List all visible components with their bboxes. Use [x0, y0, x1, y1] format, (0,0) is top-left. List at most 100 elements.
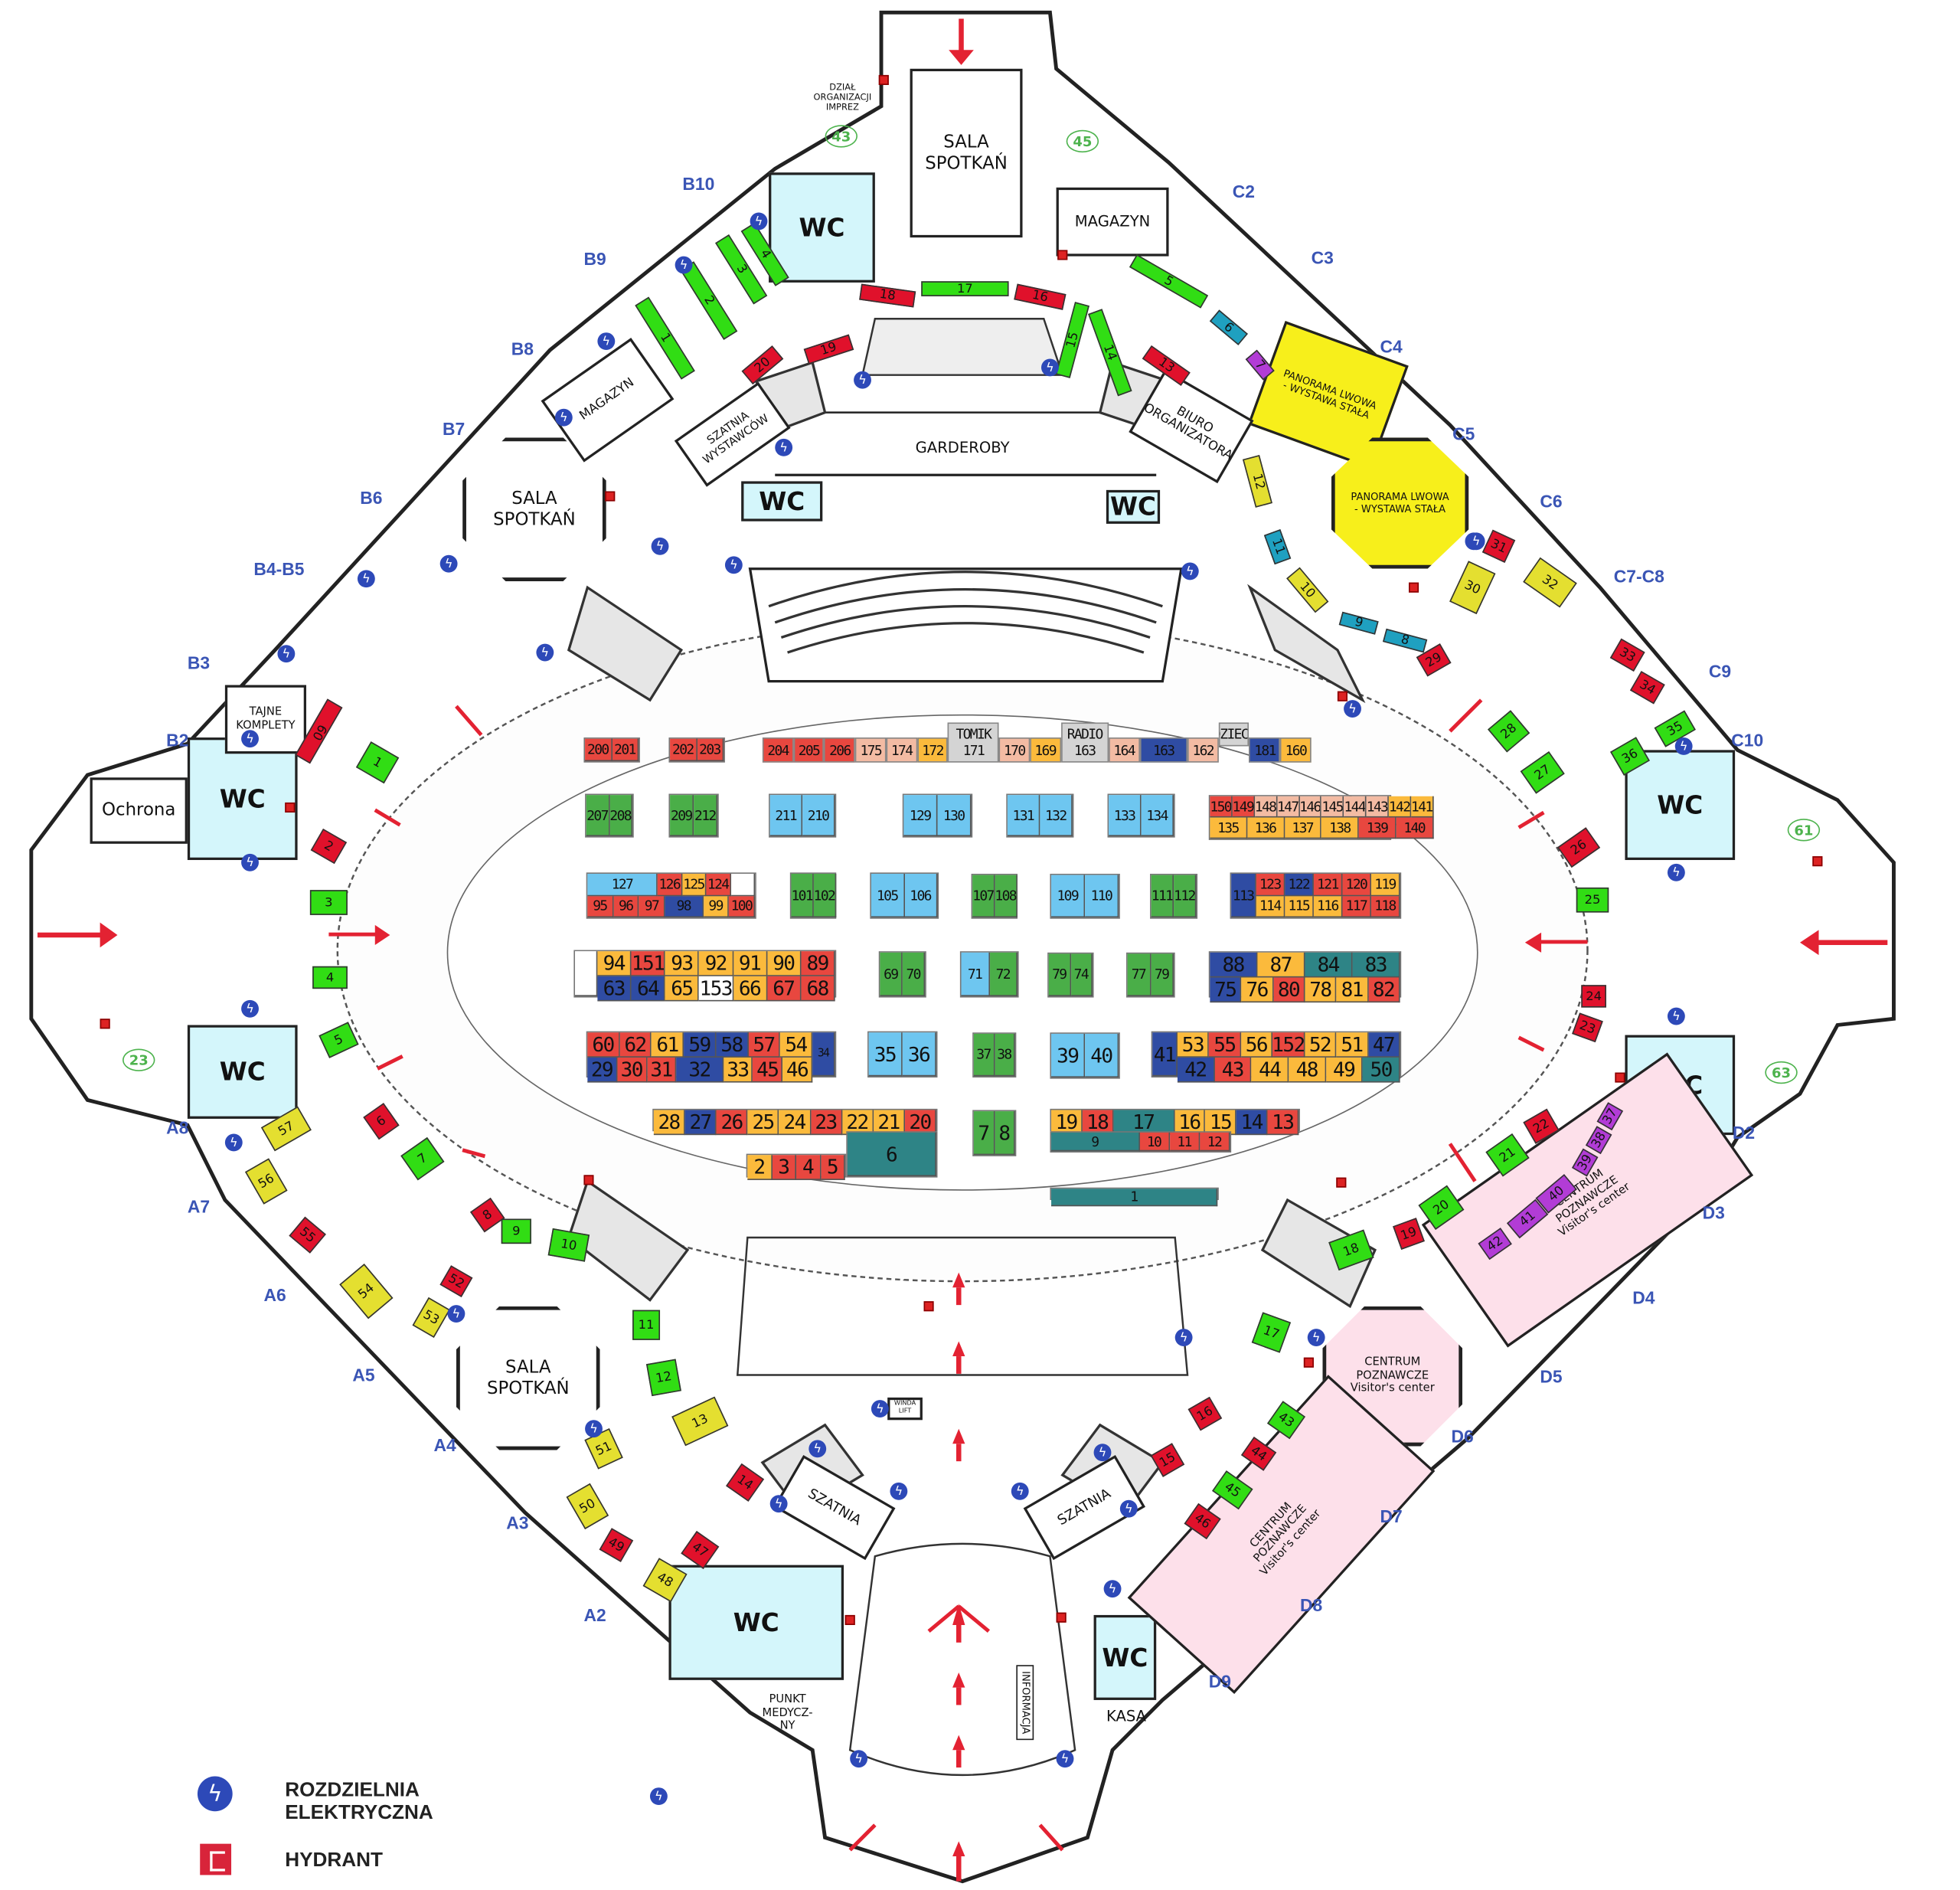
stall-150[interactable]: 150	[1210, 796, 1233, 818]
stall-71[interactable]: 71	[961, 952, 990, 996]
stall-87[interactable]: 87	[1257, 952, 1305, 978]
stall-31[interactable]: 31	[646, 1057, 677, 1083]
stall-126[interactable]: 126	[658, 873, 682, 896]
stall-36[interactable]: 36	[902, 1032, 936, 1077]
stall-10[interactable]: 10	[1139, 1132, 1170, 1152]
stall-65[interactable]: 65	[665, 976, 700, 1002]
stall-13[interactable]: 13	[1267, 1110, 1299, 1136]
stall-6[interactable]: 6	[847, 1132, 936, 1176]
stall-35[interactable]: 35	[868, 1032, 903, 1077]
stall-28[interactable]: 28	[653, 1110, 685, 1136]
stall-69[interactable]: 69	[880, 952, 903, 996]
stall-93[interactable]: 93	[665, 951, 700, 976]
stall-54[interactable]: 54	[780, 1032, 813, 1058]
stall-200[interactable]: 200	[585, 738, 612, 762]
stall-147[interactable]: 147	[1276, 796, 1300, 818]
stall-114[interactable]: 114	[1256, 895, 1285, 918]
stall-172[interactable]: 172	[916, 737, 949, 763]
stall-111[interactable]: 111	[1151, 875, 1174, 918]
stall-149[interactable]: 149	[1232, 796, 1255, 818]
stall-4[interactable]: 4	[795, 1155, 821, 1180]
stall-66[interactable]: 66	[733, 976, 767, 1002]
stall-80[interactable]: 80	[1273, 977, 1305, 1003]
stall-134[interactable]: 134	[1141, 795, 1174, 837]
stall-26[interactable]: 26	[716, 1110, 748, 1136]
stall-181[interactable]: 181	[1249, 737, 1281, 763]
stall-42[interactable]: 42	[1177, 1057, 1215, 1083]
stall-160[interactable]: 160	[1280, 737, 1312, 763]
stall-139[interactable]: 139	[1358, 817, 1396, 839]
stall-94[interactable]: 94	[597, 951, 632, 976]
stall-84[interactable]: 84	[1305, 952, 1353, 978]
stall-55[interactable]: 55	[1209, 1032, 1241, 1058]
stall-135[interactable]: 135	[1210, 817, 1248, 839]
stall-106[interactable]: 106	[904, 873, 938, 918]
stall-61[interactable]: 61	[652, 1032, 684, 1058]
stall-50[interactable]: 50	[1363, 1057, 1400, 1083]
stall-113[interactable]: 113	[1231, 873, 1256, 918]
stand-3[interactable]: 3	[309, 890, 348, 915]
stall-19[interactable]: 19	[1051, 1110, 1083, 1136]
stall-138[interactable]: 138	[1321, 817, 1359, 839]
stall-77[interactable]: 77	[1127, 953, 1151, 996]
stall-115[interactable]: 115	[1285, 895, 1314, 918]
stall-23[interactable]: 23	[810, 1110, 842, 1136]
stall-44[interactable]: 44	[1251, 1057, 1289, 1083]
stall-91[interactable]: 91	[733, 951, 767, 976]
stall-97[interactable]: 97	[639, 895, 665, 918]
stall-105[interactable]: 105	[871, 873, 905, 918]
stall-203[interactable]: 203	[697, 738, 724, 762]
stand-12[interactable]: 12	[645, 1359, 681, 1397]
stall-142[interactable]: 142	[1388, 796, 1412, 818]
stall-45[interactable]: 45	[753, 1057, 783, 1083]
stall-34[interactable]: 34	[812, 1032, 835, 1077]
stall-empty[interactable]	[730, 873, 756, 896]
stall-110[interactable]: 110	[1085, 875, 1119, 918]
stall-148[interactable]: 148	[1254, 796, 1277, 818]
stall-162[interactable]: 162	[1187, 737, 1219, 763]
stall-37[interactable]: 37	[973, 1033, 995, 1077]
stall-124[interactable]: 124	[706, 873, 731, 896]
stall-49[interactable]: 49	[1325, 1057, 1364, 1083]
stall-119[interactable]: 119	[1371, 873, 1400, 896]
stall-140[interactable]: 140	[1396, 817, 1434, 839]
stall-170[interactable]: 170	[998, 737, 1030, 763]
stall-38[interactable]: 38	[994, 1033, 1015, 1077]
stall-117[interactable]: 117	[1342, 895, 1372, 918]
stall-102[interactable]: 102	[813, 873, 836, 918]
stall-63[interactable]: 63	[597, 976, 632, 1002]
stall-133[interactable]: 133	[1109, 795, 1142, 837]
stall-205[interactable]: 205	[793, 737, 825, 763]
stall-72[interactable]: 72	[989, 952, 1018, 996]
stall-101[interactable]: 101	[791, 873, 814, 918]
stall-58[interactable]: 58	[716, 1032, 749, 1058]
stall-98[interactable]: 98	[665, 895, 704, 918]
stall-131[interactable]: 131	[1007, 795, 1040, 837]
stall-74[interactable]: 74	[1070, 953, 1093, 996]
stall-201[interactable]: 201	[612, 738, 639, 762]
stall-12[interactable]: 12	[1200, 1132, 1230, 1152]
stall-169[interactable]: 169	[1029, 737, 1061, 763]
stall-41[interactable]: 41	[1152, 1032, 1178, 1077]
stall-82[interactable]: 82	[1368, 977, 1400, 1003]
stand-25[interactable]: 25	[1576, 887, 1609, 913]
stall-96[interactable]: 96	[613, 895, 639, 918]
stall-48[interactable]: 48	[1289, 1057, 1326, 1083]
stall-76[interactable]: 76	[1241, 977, 1274, 1003]
stall-207[interactable]: 207	[586, 795, 609, 837]
stall-100[interactable]: 100	[729, 895, 756, 918]
stall-79[interactable]: 79	[1048, 953, 1071, 996]
stall-59[interactable]: 59	[684, 1032, 717, 1058]
stall-62[interactable]: 62	[619, 1032, 652, 1058]
stall-21[interactable]: 21	[873, 1110, 905, 1136]
stall-83[interactable]: 83	[1352, 952, 1400, 978]
stand-4[interactable]: 4	[312, 966, 348, 989]
stall-27[interactable]: 27	[684, 1110, 717, 1136]
stall-64[interactable]: 64	[631, 976, 666, 1002]
stall-127[interactable]: 127	[587, 873, 658, 896]
stall-3[interactable]: 3	[772, 1155, 796, 1180]
stall-144[interactable]: 144	[1344, 796, 1367, 818]
stall-81[interactable]: 81	[1336, 977, 1369, 1003]
stand-11[interactable]: 11	[632, 1310, 661, 1340]
